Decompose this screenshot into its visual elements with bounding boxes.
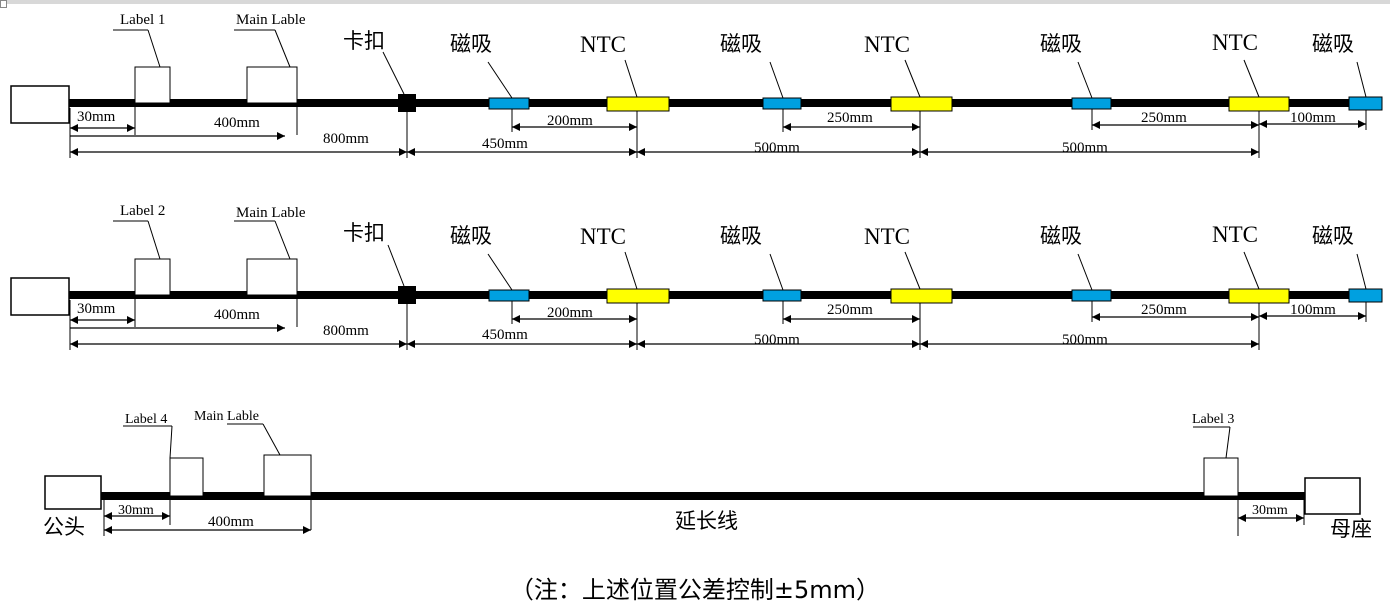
dim-text: 450mm	[482, 327, 528, 343]
magnet-text: 磁吸	[450, 224, 492, 248]
clip-text: 卡扣	[343, 221, 385, 245]
label-tag-text: Label 1	[120, 12, 165, 28]
magnet-text: 磁吸	[1312, 224, 1354, 248]
cable-row-1: Label 1 Main Lable 卡扣 磁吸 NTC 磁吸 NTC 磁吸 N…	[10, 12, 1383, 158]
clip-text: 卡扣	[343, 29, 385, 53]
label-tag-text: Label 4	[125, 412, 167, 427]
label-tag-text: Label 3	[1192, 412, 1234, 427]
ntc-text: NTC	[1212, 222, 1258, 247]
magnet-text: 磁吸	[450, 32, 492, 56]
female-connector-text: 母座	[1330, 517, 1372, 541]
magnet-text: 磁吸	[720, 32, 762, 56]
label-tag	[1203, 457, 1239, 497]
magnet-text: 磁吸	[1040, 224, 1082, 248]
main-label-text: Main Lable	[194, 409, 259, 424]
main-label-tag	[246, 258, 298, 296]
magnet-text: 磁吸	[1040, 32, 1082, 56]
label-tag	[134, 66, 171, 104]
dim-text: 250mm	[1141, 110, 1187, 126]
cable-name-text: 延长线	[675, 509, 738, 533]
magnet-block	[762, 289, 802, 302]
main-label-tag	[246, 66, 298, 104]
ntc-text: NTC	[864, 224, 910, 249]
dim-text: 400mm	[214, 307, 260, 323]
dim-text: 30mm	[1252, 503, 1288, 518]
male-connector-text: 公头	[43, 515, 85, 539]
dim-text: 250mm	[1141, 302, 1187, 318]
male-connector-box	[44, 475, 102, 510]
extension-cable-row: Label 4 Main Lable Label 3 30mm 400mm 30…	[43, 409, 1372, 541]
ntc-text: NTC	[1212, 30, 1258, 55]
dim-text: 400mm	[214, 115, 260, 131]
label-tag	[134, 258, 171, 296]
dim-text: 100mm	[1290, 110, 1336, 126]
main-label-text: Main Lable	[236, 12, 306, 28]
dim-text: 30mm	[118, 503, 154, 518]
dim-text: 200mm	[547, 113, 593, 129]
connector-box	[10, 277, 70, 316]
tolerance-note: （注：上述位置公差控制±5mm）	[509, 576, 881, 604]
magnet-block	[1071, 97, 1112, 110]
magnet-block	[1348, 288, 1383, 303]
dim-text: 400mm	[208, 514, 254, 530]
dim-text: 100mm	[1290, 302, 1336, 318]
magnet-block	[488, 97, 530, 110]
magnet-block	[1348, 96, 1383, 111]
ntc-block	[890, 288, 953, 304]
dim-text: 30mm	[77, 109, 116, 125]
ntc-text: NTC	[580, 224, 626, 249]
magnet-block	[488, 289, 530, 302]
dim-text: 500mm	[754, 140, 800, 156]
ntc-block	[606, 96, 670, 112]
dim-text: 500mm	[754, 332, 800, 348]
ntc-block	[1228, 288, 1290, 304]
dim-text: 30mm	[77, 301, 116, 317]
ntc-block	[890, 96, 953, 112]
dim-text: 800mm	[323, 131, 369, 147]
dim-text: 800mm	[323, 323, 369, 339]
clip-block	[398, 286, 416, 304]
magnet-block	[762, 97, 802, 110]
magnet-text: 磁吸	[1312, 32, 1354, 56]
ntc-block	[606, 288, 670, 304]
main-label-tag	[263, 454, 312, 497]
cable-row-2: Label 2 Main Lable 卡扣 磁吸 NTC 磁吸 NTC 磁吸 N…	[10, 203, 1383, 350]
ntc-text: NTC	[864, 32, 910, 57]
magnet-text: 磁吸	[720, 224, 762, 248]
window-corner-box	[0, 0, 7, 8]
dim-text: 250mm	[827, 302, 873, 318]
window-top-strip	[0, 0, 1390, 4]
dim-text: 500mm	[1062, 332, 1108, 348]
dim-text: 200mm	[547, 305, 593, 321]
main-label-text: Main Lable	[236, 205, 306, 221]
ntc-block	[1228, 96, 1290, 112]
magnet-block	[1071, 289, 1112, 302]
clip-block	[398, 94, 416, 112]
female-connector-box	[1304, 477, 1361, 515]
label-tag-text: Label 2	[120, 203, 165, 219]
connector-box	[10, 85, 70, 124]
dim-text: 500mm	[1062, 140, 1108, 156]
dim-text: 450mm	[482, 136, 528, 152]
cable-assembly-diagram: Label 1 Main Lable 卡扣 磁吸 NTC 磁吸 NTC 磁吸 N…	[10, 12, 1383, 541]
dim-text: 250mm	[827, 110, 873, 126]
ntc-text: NTC	[580, 32, 626, 57]
label-tag	[169, 457, 204, 497]
